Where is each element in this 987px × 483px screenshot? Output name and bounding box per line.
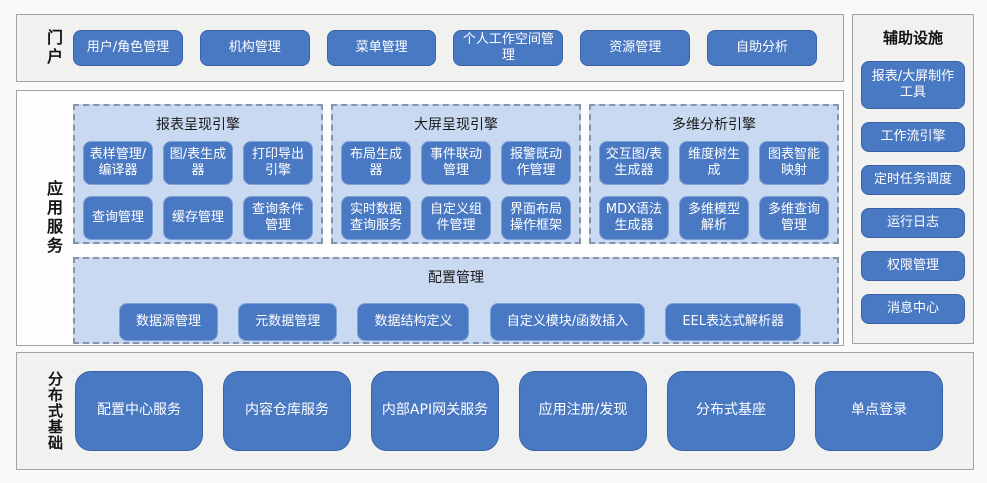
engine-groups-row: 报表呈现引擎 表样管理/编译器 图/表生成器 打印导出引擎 查询管理 缓存管理 … — [73, 104, 839, 244]
node-dimension-tree-generation: 维度树生成 — [679, 141, 749, 185]
node-workflow-engine: 工作流引擎 — [861, 122, 965, 152]
node-scheduled-task-dispatch: 定时任务调度 — [861, 165, 965, 195]
app-services-label: 应用服务 — [44, 180, 63, 256]
node-query-condition-mgmt: 查询条件管理 — [243, 196, 313, 240]
portal-button-row: 用户/角色管理 机构管理 菜单管理 个人工作空间管理 资源管理 自助分析 — [73, 30, 817, 66]
section-portal: 门户 用户/角色管理 机构管理 菜单管理 个人工作空间管理 资源管理 自助分析 — [16, 14, 844, 82]
group-report-engine-grid: 表样管理/编译器 图/表生成器 打印导出引擎 查询管理 缓存管理 查询条件管理 — [83, 141, 313, 240]
node-run-logs: 运行日志 — [861, 208, 965, 238]
node-eel-expression-parser: EEL表达式解析器 — [665, 303, 801, 341]
node-personal-workspace-mgmt: 个人工作空间管理 — [453, 30, 564, 66]
node-config-center-service: 配置中心服务 — [75, 371, 203, 451]
group-dashboard-engine-grid: 布局生成器 事件联动管理 报警既动作管理 实时数据查询服务 自定义组件管理 界面… — [341, 141, 571, 240]
node-report-dashboard-authoring-tool: 报表/大屏制作工具 — [861, 61, 965, 109]
node-multidim-model-parsing: 多维模型解析 — [679, 196, 749, 240]
node-data-structure-definition: 数据结构定义 — [357, 303, 470, 341]
group-config-mgmt-row: 数据源管理 元数据管理 数据结构定义 自定义模块/函数插入 EEL表达式解析器 — [119, 303, 801, 341]
distributed-button-row: 配置中心服务 内容仓库服务 内部API网关服务 应用注册/发现 分布式基座 单点… — [75, 371, 943, 451]
node-metadata-mgmt: 元数据管理 — [238, 303, 338, 341]
node-content-repository-service: 内容仓库服务 — [223, 371, 351, 451]
group-report-engine: 报表呈现引擎 表样管理/编译器 图/表生成器 打印导出引擎 查询管理 缓存管理 … — [73, 104, 323, 244]
section-auxiliary: 辅助设施 报表/大屏制作工具 工作流引擎 定时任务调度 运行日志 权限管理 消息… — [852, 14, 974, 344]
node-custom-module-function-insert: 自定义模块/函数插入 — [489, 303, 646, 341]
node-internal-api-gateway-service: 内部API网关服务 — [371, 371, 499, 451]
node-resource-mgmt: 资源管理 — [580, 30, 691, 66]
node-chart-smart-mapping: 图表智能映射 — [759, 141, 829, 185]
section-distributed: 分布式基础 配置中心服务 内容仓库服务 内部API网关服务 应用注册/发现 分布… — [16, 352, 974, 470]
node-template-mgmt-compiler: 表样管理/编译器 — [83, 141, 153, 185]
node-cache-mgmt: 缓存管理 — [163, 196, 233, 240]
section-app-services: 应用服务 报表呈现引擎 表样管理/编译器 图/表生成器 打印导出引擎 查询管理 … — [16, 90, 844, 346]
node-mdx-syntax-generator: MDX语法生成器 — [599, 196, 669, 240]
node-realtime-data-query-service: 实时数据查询服务 — [341, 196, 411, 240]
node-multidim-query-mgmt: 多维查询管理 — [759, 196, 829, 240]
distributed-label: 分布式基础 — [46, 371, 64, 451]
group-olap-engine-grid: 交互图/表生成器 维度树生成 图表智能映射 MDX语法生成器 多维模型解析 多维… — [599, 141, 829, 240]
group-dashboard-engine-title: 大屏呈现引擎 — [414, 117, 498, 133]
node-org-mgmt: 机构管理 — [199, 30, 310, 66]
node-event-linkage-mgmt: 事件联动管理 — [421, 141, 491, 185]
auxiliary-title: 辅助设施 — [882, 29, 943, 47]
node-permission-mgmt: 权限管理 — [861, 251, 965, 281]
group-olap-engine: 多维分析引擎 交互图/表生成器 维度树生成 图表智能映射 MDX语法生成器 多维… — [589, 104, 839, 244]
group-config-mgmt-title: 配置管理 — [428, 270, 484, 286]
node-app-registration-discovery: 应用注册/发现 — [519, 371, 647, 451]
auxiliary-column: 辅助设施 报表/大屏制作工具 工作流引擎 定时任务调度 运行日志 权限管理 消息… — [853, 15, 973, 324]
node-layout-generator: 布局生成器 — [341, 141, 411, 185]
portal-label: 门户 — [44, 29, 63, 67]
node-message-center: 消息中心 — [861, 294, 965, 324]
node-distributed-base: 分布式基座 — [667, 371, 795, 451]
group-dashboard-engine: 大屏呈现引擎 布局生成器 事件联动管理 报警既动作管理 实时数据查询服务 自定义… — [331, 104, 581, 244]
node-datasource-mgmt: 数据源管理 — [119, 303, 219, 341]
node-chart-table-generator: 图/表生成器 — [163, 141, 233, 185]
node-single-sign-on: 单点登录 — [815, 371, 943, 451]
node-user-role-mgmt: 用户/角色管理 — [73, 30, 183, 66]
node-ui-layout-framework: 界面布局操作框架 — [501, 196, 571, 240]
node-print-export-engine: 打印导出引擎 — [243, 141, 313, 185]
node-custom-component-mgmt: 自定义组件管理 — [421, 196, 491, 240]
node-query-mgmt: 查询管理 — [83, 196, 153, 240]
node-alarm-action-mgmt: 报警既动作管理 — [501, 141, 571, 185]
group-report-engine-title: 报表呈现引擎 — [156, 117, 240, 133]
group-config-mgmt: 配置管理 数据源管理 元数据管理 数据结构定义 自定义模块/函数插入 EEL表达… — [73, 257, 839, 344]
group-olap-engine-title: 多维分析引擎 — [672, 117, 756, 133]
node-interactive-chart-generator: 交互图/表生成器 — [599, 141, 669, 185]
node-self-service-analysis: 自助分析 — [707, 30, 817, 66]
node-menu-mgmt: 菜单管理 — [326, 30, 437, 66]
